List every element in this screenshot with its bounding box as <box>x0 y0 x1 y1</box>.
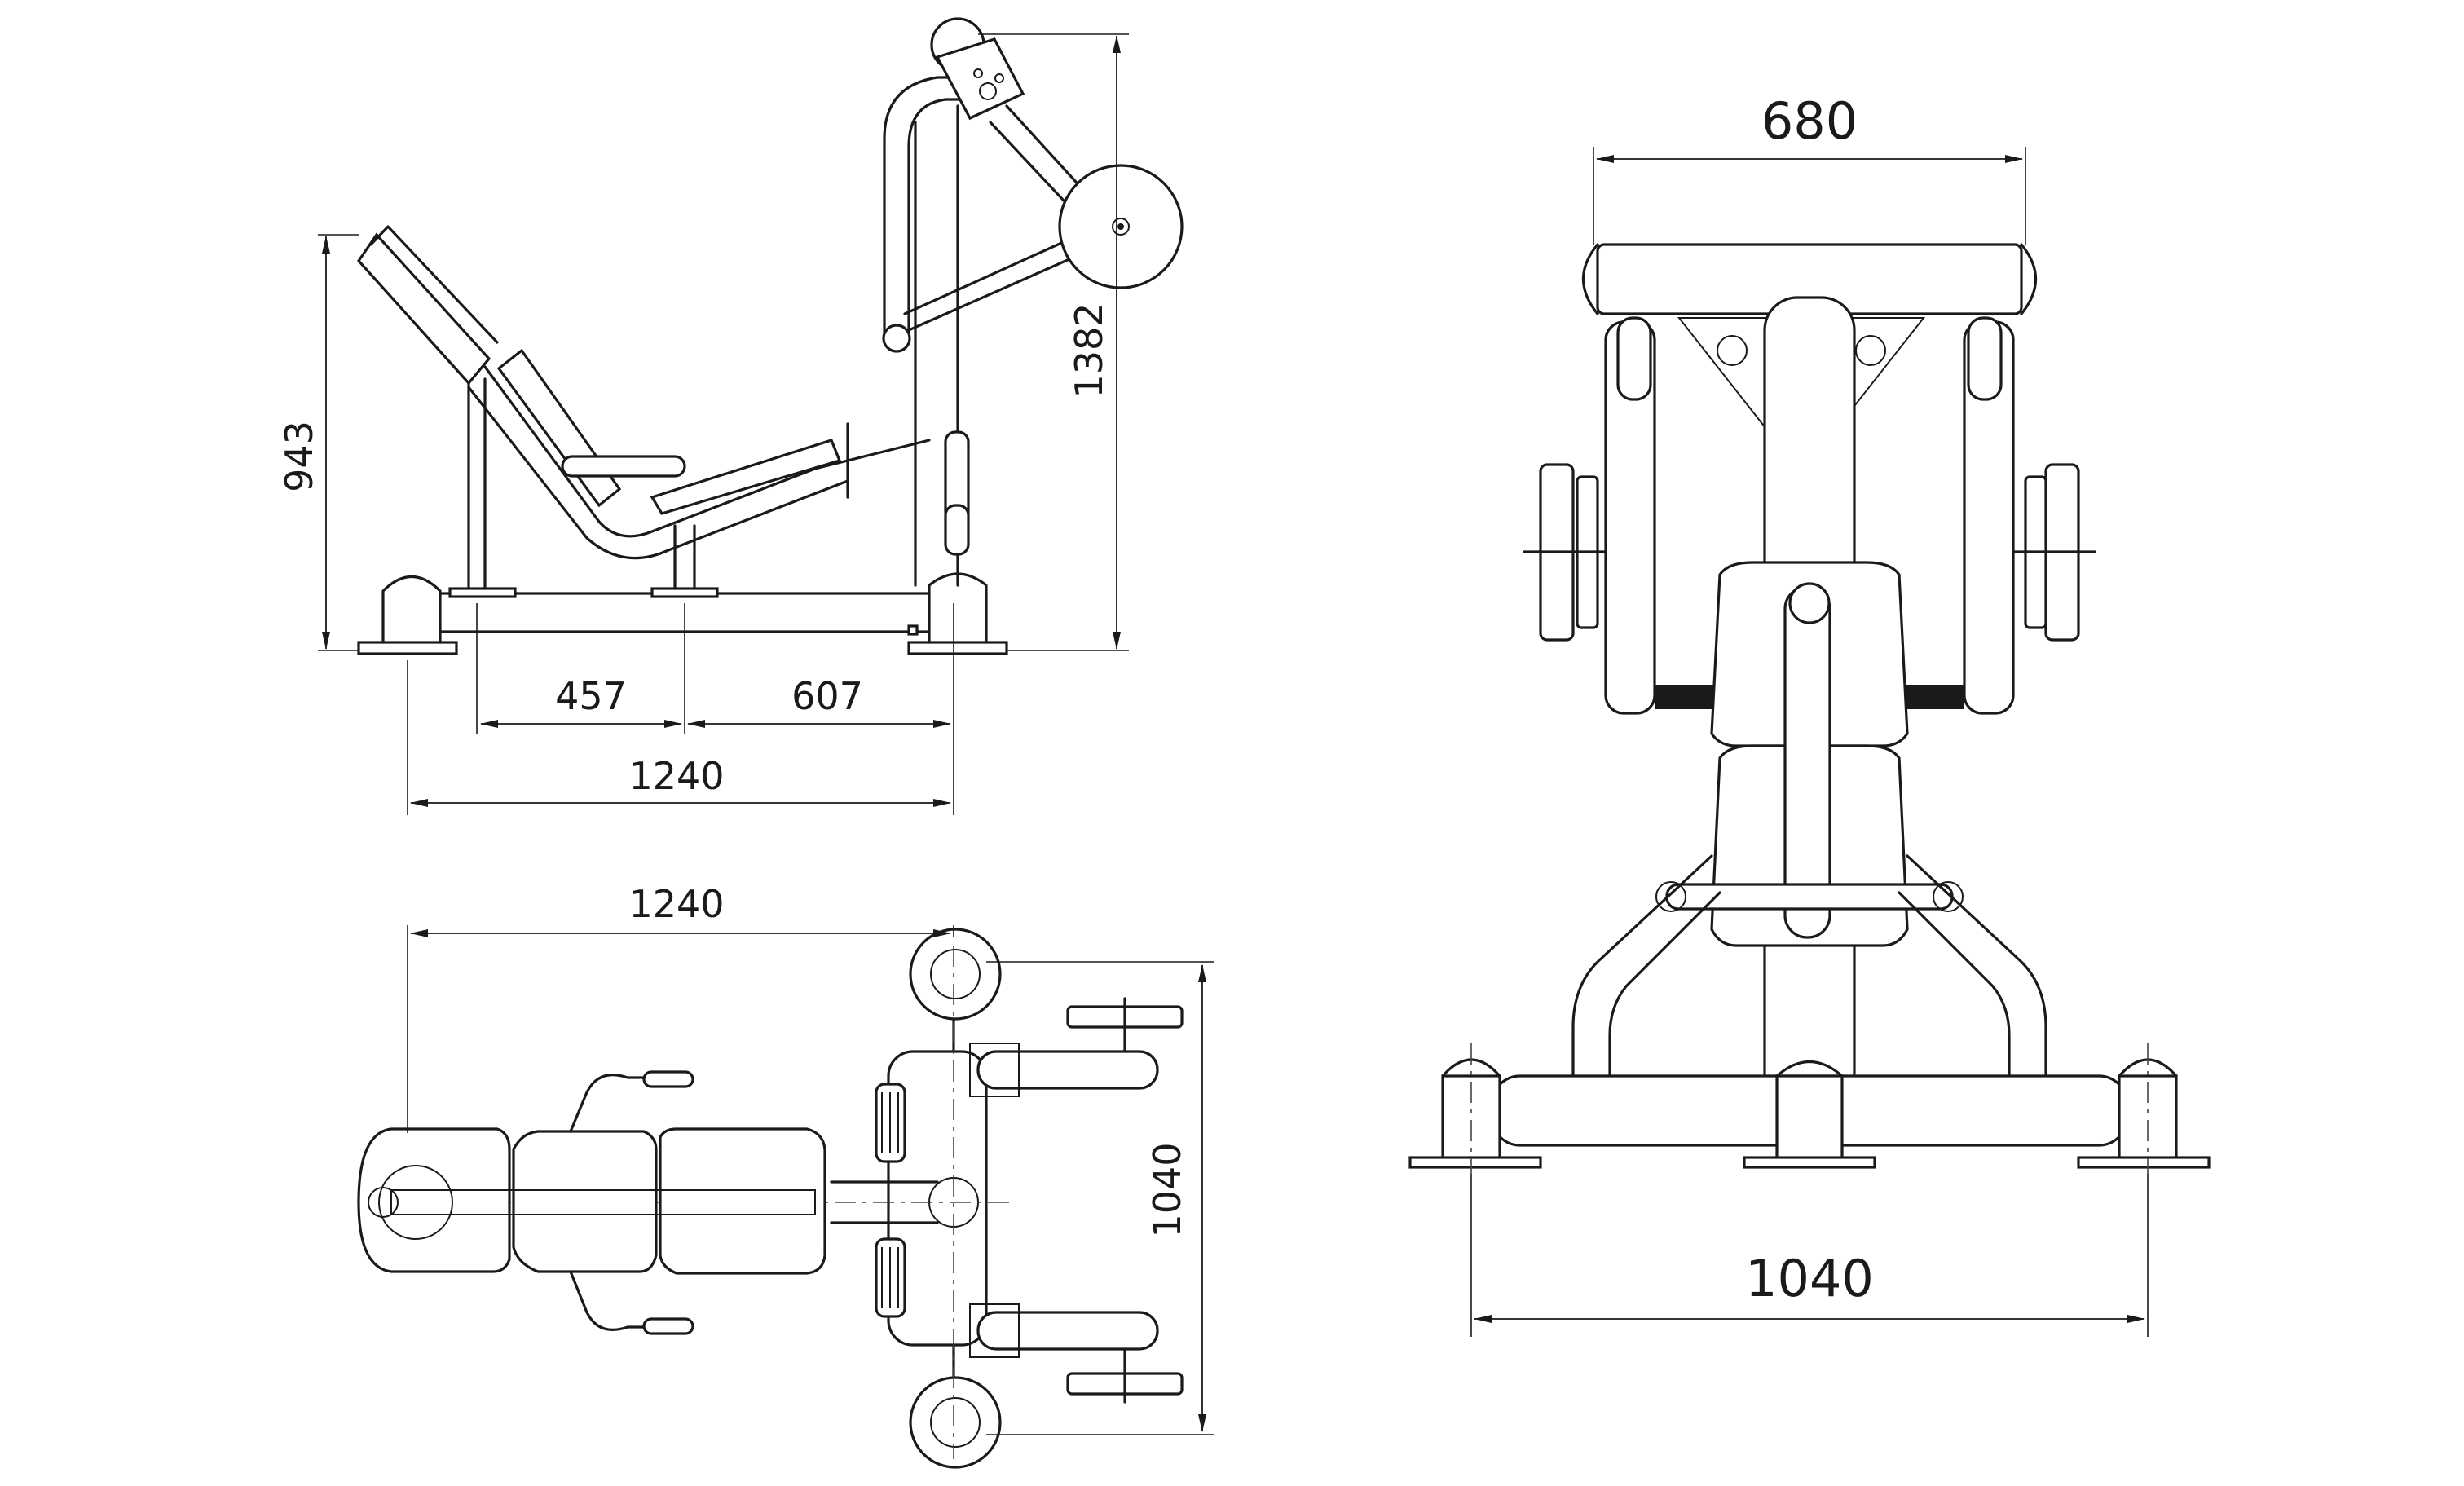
dim-1040-top-label: 1040 <box>1145 1142 1189 1237</box>
dim-943-label: 943 <box>277 421 321 492</box>
dim-front-width-top: 680 <box>1593 91 2026 245</box>
dim-top-length: 1240 <box>407 882 954 1133</box>
front-top-bar <box>1582 243 2037 433</box>
dim-607-label: 607 <box>791 674 863 718</box>
dim-front-width-base: 1040 <box>1470 1174 2149 1337</box>
front-center-column <box>1655 296 1964 1106</box>
front-base <box>1408 854 2211 1174</box>
top-bench-pads <box>357 1070 826 1335</box>
front-view: 680 1040 <box>1408 91 2211 1337</box>
front-weight-plates <box>1523 463 2096 642</box>
front-uprights <box>1604 316 2015 715</box>
dim-457-label: 457 <box>555 674 627 718</box>
side-bench <box>356 225 931 560</box>
dim-side-spans: 457 607 1240 <box>407 603 954 815</box>
dim-680-label: 680 <box>1761 91 1858 151</box>
side-arm <box>882 17 1184 353</box>
top-arms <box>875 997 1184 1404</box>
dim-side-height-total: 1382 <box>978 33 1129 651</box>
side-legs <box>467 104 970 590</box>
side-base-frame <box>357 572 1008 655</box>
dim-1240-side-label: 1240 <box>628 754 724 798</box>
dim-1040-front-label: 1040 <box>1745 1249 1874 1308</box>
dim-1240-top-label: 1240 <box>628 882 724 926</box>
dim-top-width: 1040 <box>986 961 1214 1435</box>
dim-side-height-seat: 943 <box>277 234 359 651</box>
dim-1382-label: 1382 <box>1067 302 1111 398</box>
top-view: 1240 1040 <box>357 882 1214 1469</box>
side-view: 943 1382 457 607 1240 <box>277 17 1184 815</box>
